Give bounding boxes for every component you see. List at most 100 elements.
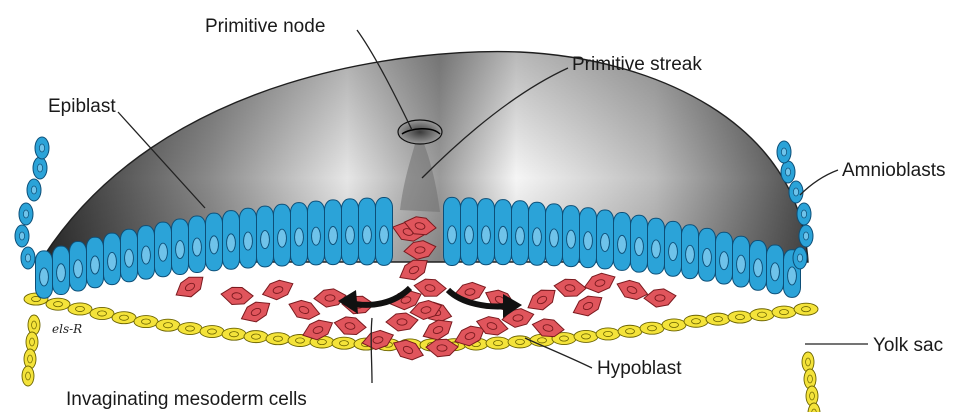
epiblast-cell bbox=[359, 198, 376, 265]
amnioblast-cell bbox=[793, 247, 807, 269]
hypoblast-cell bbox=[640, 322, 664, 334]
hypoblast-cell bbox=[486, 337, 510, 349]
mesoderm-cell bbox=[582, 270, 618, 296]
hypoblast-cell bbox=[596, 328, 620, 340]
epiblast-cell bbox=[546, 204, 563, 266]
amnioblast-cell bbox=[777, 141, 791, 163]
epiblast-cell bbox=[325, 200, 342, 265]
hypoblast-cell bbox=[728, 311, 752, 323]
hypoblast-cell bbox=[794, 303, 818, 315]
epiblast-cell bbox=[767, 245, 784, 294]
epiblast-cell bbox=[665, 221, 682, 276]
mesoderm-cell bbox=[644, 289, 676, 308]
yolk-sac-cell bbox=[22, 366, 34, 386]
epiblast-cell bbox=[36, 251, 53, 298]
epiblast-cell bbox=[563, 206, 580, 267]
yolk-sac-cell bbox=[28, 315, 40, 335]
epiblast-cell bbox=[597, 210, 614, 269]
yolk-sac-cell bbox=[24, 349, 36, 369]
epiblast-cell bbox=[461, 198, 478, 265]
hypoblast-cell bbox=[244, 331, 268, 343]
hypoblast-cell bbox=[332, 337, 356, 349]
hypoblast-cell bbox=[618, 325, 642, 337]
label-amnioblasts: Amnioblasts bbox=[842, 160, 946, 181]
mesoderm-cell bbox=[332, 314, 367, 338]
hypoblast-cell bbox=[662, 319, 686, 331]
epiblast-cell bbox=[342, 199, 359, 265]
hypoblast-cell bbox=[68, 303, 92, 315]
epiblast-cell bbox=[699, 228, 716, 281]
artist-signature: els-R bbox=[52, 322, 82, 336]
hypoblast-cell bbox=[508, 336, 532, 348]
epiblast-cell bbox=[189, 216, 206, 273]
hypoblast-cell bbox=[134, 316, 158, 328]
epiblast-cell bbox=[223, 211, 240, 270]
mesoderm-cell bbox=[260, 277, 296, 303]
label-primitive-node: Primitive node bbox=[205, 16, 325, 37]
mesoderm-cell bbox=[614, 276, 650, 305]
epiblast-cell bbox=[733, 236, 750, 287]
mesoderm-cell bbox=[172, 271, 209, 303]
epiblast-cell bbox=[512, 201, 529, 265]
epiblast-cell bbox=[104, 233, 121, 285]
hypoblast-cell bbox=[156, 319, 180, 331]
epiblast-cell bbox=[138, 226, 155, 280]
hypoblast-cell bbox=[222, 328, 246, 340]
amnioblast-cell bbox=[15, 225, 29, 247]
amnioblast-cell bbox=[35, 137, 49, 159]
amnioblast-cell bbox=[781, 161, 795, 183]
mesoderm-cell bbox=[220, 285, 254, 307]
epiblast-cell bbox=[308, 201, 325, 265]
leader-amnioblasts bbox=[800, 170, 838, 195]
hypoblast-cell bbox=[574, 330, 598, 342]
leader-mesoderm bbox=[371, 318, 372, 383]
yolk-sac-cell bbox=[26, 332, 38, 352]
mesoderm-cell bbox=[314, 288, 347, 307]
epiblast-cell bbox=[155, 222, 172, 277]
epiblast-cell bbox=[172, 219, 189, 275]
amnioblast-cell bbox=[799, 225, 813, 247]
hypoblast-cell bbox=[178, 323, 202, 335]
epiblast-cell bbox=[376, 197, 393, 265]
epiblast-cell bbox=[291, 203, 308, 266]
epiblast-cell bbox=[87, 237, 104, 288]
label-epiblast: Epiblast bbox=[48, 96, 116, 117]
amnioblast-cell bbox=[33, 157, 47, 179]
mesoderm-cell bbox=[524, 284, 561, 315]
yolk-sac-cell bbox=[802, 352, 814, 372]
amnioblast-cell bbox=[797, 203, 811, 225]
amnioblast-cell bbox=[21, 247, 35, 269]
epiblast-cell bbox=[495, 200, 512, 265]
amnioblast-cell bbox=[19, 203, 33, 225]
hypoblast-cell bbox=[46, 298, 70, 310]
label-invaginating-mesoderm: Invaginating mesoderm cells bbox=[66, 389, 307, 410]
label-hypoblast: Hypoblast bbox=[597, 358, 682, 379]
epiblast-cell bbox=[614, 213, 631, 271]
epiblast-cell bbox=[257, 206, 274, 267]
yolk-sac-cell bbox=[806, 386, 818, 406]
label-primitive-streak: Primitive streak bbox=[572, 54, 702, 75]
hypoblast-cell bbox=[706, 313, 730, 325]
hypoblast-cell bbox=[266, 333, 290, 345]
hypoblast-cell bbox=[200, 326, 224, 338]
epiblast-cell bbox=[444, 197, 461, 265]
epiblast-cell bbox=[70, 242, 87, 291]
hypoblast-cell bbox=[90, 307, 114, 319]
epiblast-cell bbox=[648, 218, 665, 274]
label-yolk-sac: Yolk sac bbox=[873, 335, 943, 356]
hypoblast-cell bbox=[772, 306, 796, 318]
epiblast-cell bbox=[274, 204, 291, 266]
epiblast-cell bbox=[53, 246, 70, 294]
hypoblast-cell bbox=[112, 312, 136, 324]
epiblast-cell bbox=[121, 229, 138, 282]
epiblast-cell bbox=[478, 199, 495, 265]
amnioblast-cell bbox=[27, 179, 41, 201]
epiblast-cell bbox=[529, 202, 546, 265]
epiblast-cell bbox=[682, 225, 699, 279]
epiblast-cell bbox=[206, 213, 223, 271]
epiblast-cell bbox=[750, 241, 767, 291]
epiblast-cell bbox=[631, 215, 648, 272]
yolk-sac-cell bbox=[804, 369, 816, 389]
